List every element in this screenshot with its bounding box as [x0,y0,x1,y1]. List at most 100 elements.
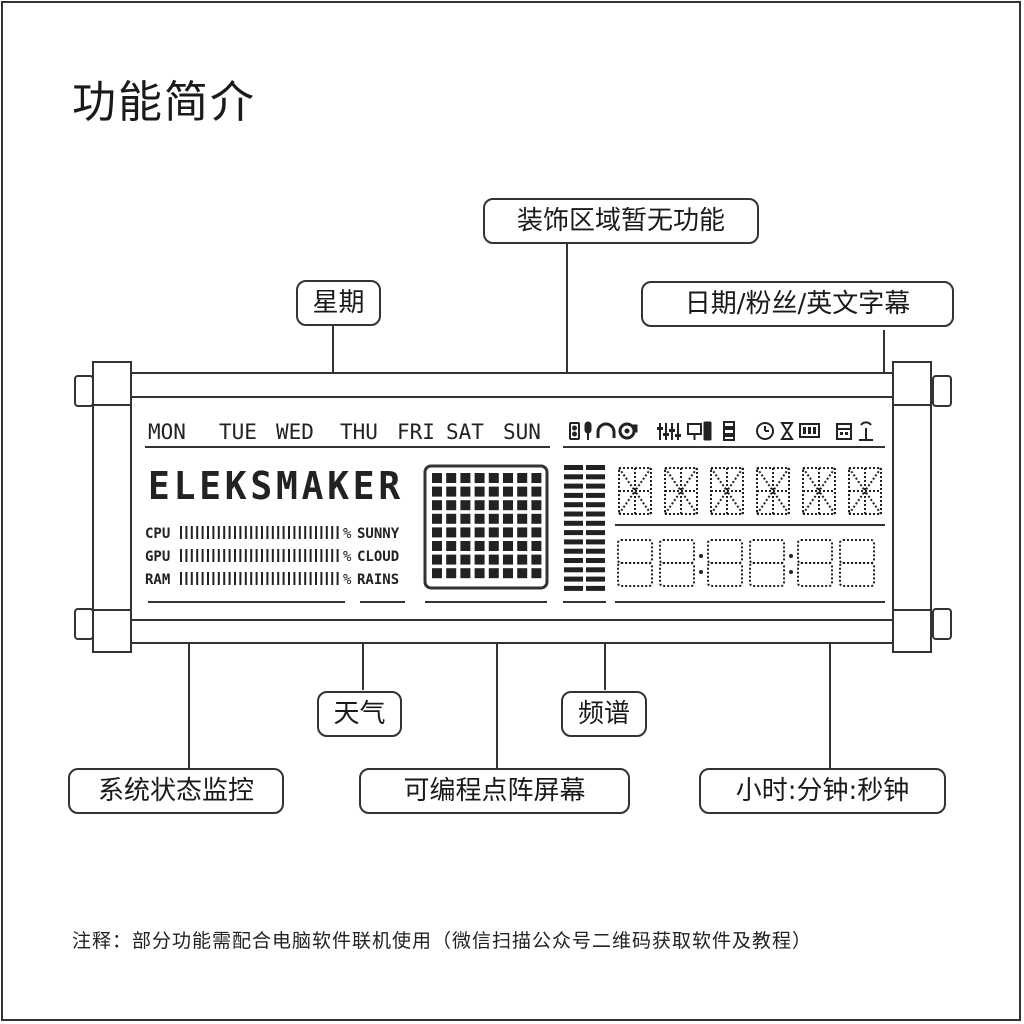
matrix-dot [446,500,457,511]
tower-icon [703,421,712,441]
server-icon [723,421,735,441]
percent-sign: % [343,549,352,565]
matrix-dot [488,473,499,483]
spectrum-segment [564,474,583,480]
matrix-dot [531,554,542,565]
monitor-row: CPU%SUNNY [145,526,400,542]
matrix-dot [432,541,442,551]
segment14-digit [618,467,652,515]
spectrum-segment [586,502,605,508]
matrix-dot [460,513,471,524]
matrix-dot [474,527,485,538]
segment7-digit [617,539,653,587]
matrix-dot [488,554,499,565]
matrix-dot [531,486,542,497]
right-end-cap [892,361,932,653]
matrix-dot [474,541,485,551]
spectrum-segment [564,465,583,470]
monitor-label: RAM [145,572,170,588]
battery-icon [799,423,820,438]
segment14-digit [710,467,744,515]
matrix-dot [446,554,457,565]
matrix-dot [517,486,528,497]
callout-spectrum: 频谱 [561,691,647,737]
segment7-digit [797,539,833,587]
hourglass-icon [780,422,794,440]
matrix-dot [531,527,542,538]
matrix-dot [488,541,499,551]
spectrum-segment [564,548,583,554]
callout-clock: 小时:分钟:秒钟 [699,768,946,814]
monitor-label: CPU [145,526,170,542]
weekday-sat: SAT [446,420,484,444]
dot-matrix-grid [432,473,542,579]
callout-date-fans: 日期/粉丝/英文字幕 [641,281,954,327]
matrix-dot [446,527,457,538]
matrix-dot [460,473,471,483]
right-top-knob [932,375,952,407]
spectrum-segment [586,483,605,489]
matrix-dot [517,541,528,551]
matrix-dot [474,473,485,483]
left-bottom-knob [74,608,94,640]
page-title: 功能简介 [72,77,256,128]
left-end-cap [92,361,132,653]
matrix-dot [460,541,471,551]
matrix-dot [488,527,499,538]
monitor-label: GPU [145,549,170,565]
segment14-digit [756,467,790,515]
matrix-dot [517,473,528,483]
matrix-dot [517,568,528,579]
spectrum-segment [564,492,583,498]
segment14-digit [848,467,882,515]
spectrum-segment [564,558,583,563]
weekday-wed: WED [276,420,314,444]
weather-label: CLOUD [357,549,399,565]
spectrum-segment [564,502,583,508]
matrix-dot [460,500,471,511]
matrix-dot [503,541,513,551]
matrix-dot [531,473,542,483]
matrix-dot [474,568,485,579]
callout-weekday: 星期 [296,280,381,326]
matrix-dot [474,513,485,524]
weekday-sun: SUN [503,420,541,444]
matrix-dot [474,486,485,497]
callout-decor: 装饰区域暂无功能 [483,198,759,244]
monitor-icon [687,423,702,440]
spectrum-segment [564,511,583,517]
weather-label: RAINS [357,572,399,588]
matrix-dot [432,568,442,579]
spectrum-segment [586,585,605,591]
system-monitor-rows: CPU%SUNNY GPU% CLOUD RAM% RAINS [145,526,400,588]
matrix-dot [446,541,457,551]
segment7-digit [749,539,785,587]
spectrum-segment [586,511,605,517]
spectrum-segment [586,576,605,582]
matrix-dot [531,513,542,524]
spectrum-segment [586,567,605,573]
matrix-dot [474,500,485,511]
matrix-dot [517,527,528,538]
matrix-dot [446,568,457,579]
spectrum-segment [586,465,605,470]
matrix-dot [531,541,542,551]
matrix-dot [488,486,499,497]
matrix-dot [432,473,442,483]
spectrum-segment [564,483,583,489]
segment14-digit [802,467,836,515]
percent-sign: % [343,526,352,542]
callout-weather: 天气 [317,691,402,737]
matrix-dot [432,486,442,497]
calendar-icon [836,423,852,440]
matrix-dot [531,568,542,579]
spectrum-segment [564,520,583,526]
matrix-dot [488,568,499,579]
spectrum-segment [564,530,583,536]
brand-logo: ELEKSMAKER [148,464,404,508]
matrix-dot [432,513,442,524]
spectrum-segment [586,520,605,526]
equalizer-icon [657,423,681,440]
